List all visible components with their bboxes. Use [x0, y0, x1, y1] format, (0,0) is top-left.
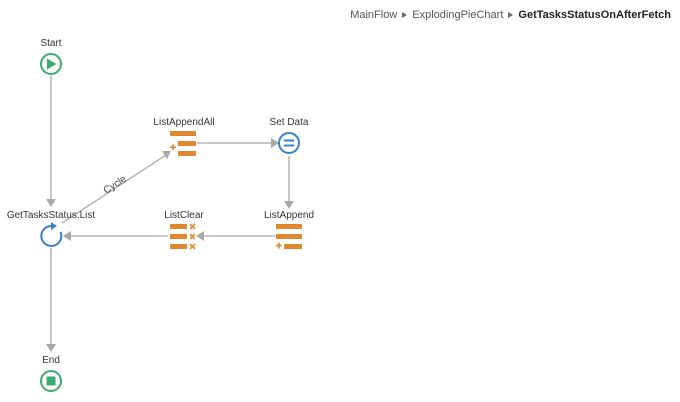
assign-equals-icon — [278, 132, 300, 154]
end-label: End — [42, 355, 60, 366]
list-append-all-label: ListAppendAll — [153, 117, 214, 128]
connector-list-to-end[interactable] — [46, 248, 56, 352]
connector-listclear-to-list[interactable] — [63, 231, 168, 241]
breadcrumb-current-action: GetTasksStatusOnAfterFetch — [518, 9, 671, 21]
set-data-node[interactable]: Set Data — [270, 117, 309, 154]
connector-listappendall-to-setdata[interactable] — [197, 138, 279, 148]
breadcrumb-item-explodingpiechart[interactable]: ExplodingPieChart — [412, 9, 504, 21]
play-icon — [40, 53, 62, 75]
end-node[interactable]: End — [40, 355, 62, 392]
connector-start-to-list[interactable] — [46, 76, 56, 207]
list-append-all-icon — [170, 131, 196, 156]
get-tasks-status-list-label: GetTasksStatus.List — [7, 210, 96, 221]
start-label: Start — [40, 38, 61, 49]
list-clear-node[interactable]: ListClear — [164, 210, 204, 250]
connectors — [46, 76, 294, 352]
list-clear-label: ListClear — [164, 210, 204, 221]
breadcrumb-separator-icon — [508, 12, 514, 18]
list-clear-icon — [170, 223, 196, 250]
stop-icon — [40, 370, 62, 392]
set-data-label: Set Data — [270, 117, 309, 128]
connector-cycle[interactable] — [61, 151, 171, 224]
breadcrumb-item-mainflow[interactable]: MainFlow — [350, 9, 398, 21]
get-tasks-status-list-node[interactable]: GetTasksStatus.List — [7, 210, 96, 247]
connector-setdata-to-listappend[interactable] — [284, 156, 294, 209]
list-append-label: ListAppend — [264, 210, 314, 221]
connector-listappend-to-listclear[interactable] — [196, 231, 275, 241]
list-append-icon — [276, 224, 302, 249]
cycle-refresh-icon — [40, 222, 63, 247]
breadcrumb: MainFlow ExplodingPieChart GetTasksStatu… — [350, 9, 671, 21]
list-append-all-node[interactable]: ListAppendAll — [153, 117, 215, 156]
list-append-node[interactable]: ListAppend — [264, 210, 314, 249]
cycle-edge-label: Cycle — [102, 173, 129, 196]
start-node[interactable]: Start — [40, 38, 62, 75]
breadcrumb-separator-icon — [402, 12, 408, 18]
